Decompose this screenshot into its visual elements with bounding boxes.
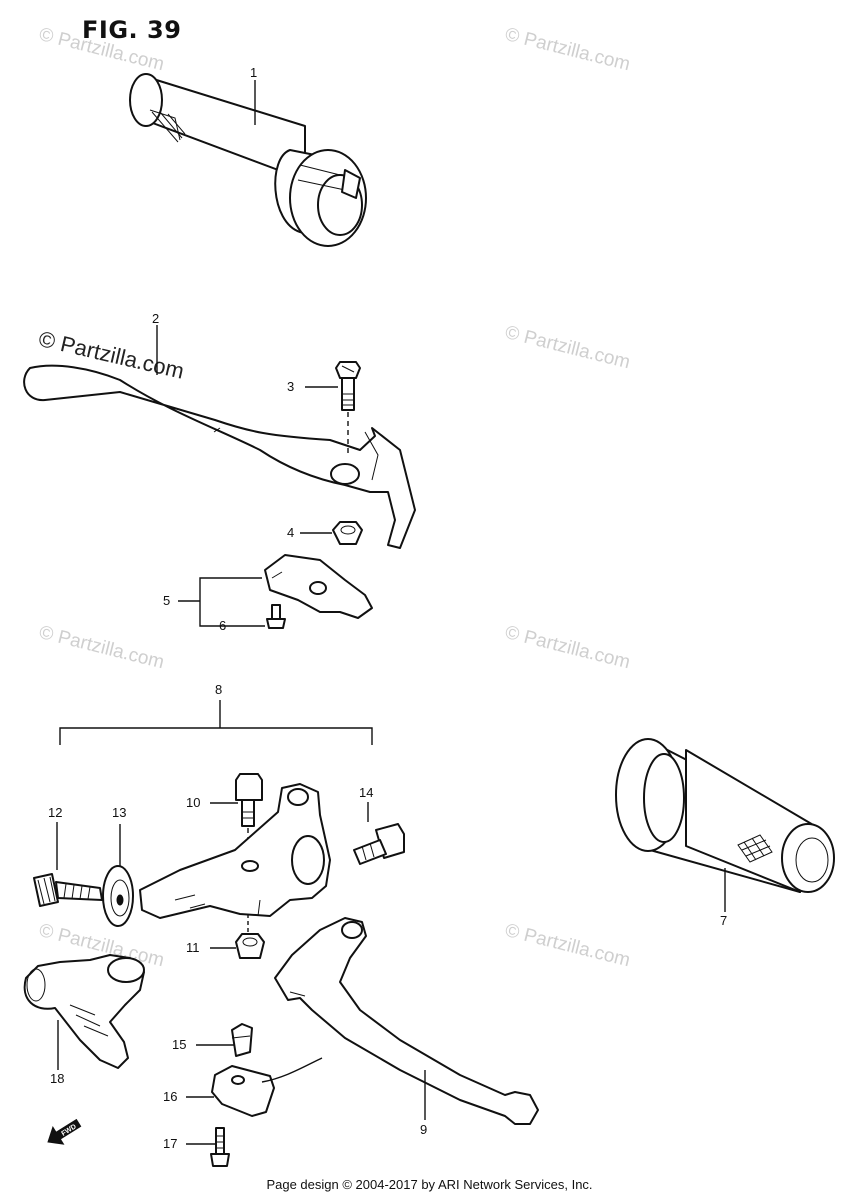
part-1-throttle-grip[interactable] xyxy=(129,73,367,247)
callout-17: 17 xyxy=(163,1136,178,1151)
callout-4: 4 xyxy=(287,525,295,540)
callout-12: 12 xyxy=(48,805,63,820)
callout-14: 14 xyxy=(359,785,374,800)
page-footer-copyright: Page design © 2004-2017 by ARI Network S… xyxy=(266,1177,593,1192)
callout-1: 1 xyxy=(250,65,258,80)
callout-5: 5 xyxy=(163,593,171,608)
figure-title: FIG. 39 xyxy=(82,16,182,44)
front-direction-arrow-icon: FWD xyxy=(47,1118,82,1145)
svg-text:FWD: FWD xyxy=(61,1123,78,1137)
part-2-brake-lever[interactable] xyxy=(23,364,416,549)
callout-3: 3 xyxy=(287,379,295,394)
part-15-terminal[interactable] xyxy=(231,1023,253,1057)
part-14-bolt[interactable] xyxy=(353,823,405,865)
part-9-clutch-lever[interactable] xyxy=(274,917,539,1125)
part-4-nut[interactable] xyxy=(332,521,363,545)
callout-15: 15 xyxy=(172,1037,187,1052)
part-7-left-grip[interactable] xyxy=(615,738,835,893)
callout-10: 10 xyxy=(186,795,201,810)
bracket-5-6 xyxy=(199,577,265,627)
part-3-pivot-bolt[interactable] xyxy=(335,361,361,411)
callout-6: 6 xyxy=(219,618,227,633)
callout-8: 8 xyxy=(215,682,223,697)
part-11-nut[interactable] xyxy=(235,933,265,959)
part-8-lever-bracket[interactable] xyxy=(139,783,331,919)
callout-13: 13 xyxy=(112,805,127,820)
callout-18: 18 xyxy=(50,1071,65,1086)
callout-2: 2 xyxy=(152,311,160,326)
callout-16: 16 xyxy=(163,1089,178,1104)
part-18-lever-cover[interactable] xyxy=(23,954,145,1069)
callout-11: 11 xyxy=(186,940,200,955)
part-16-switch[interactable] xyxy=(211,1057,323,1117)
part-10-bolt[interactable] xyxy=(235,773,263,827)
part-17-screw[interactable] xyxy=(210,1127,230,1167)
part-13-lock-wheel[interactable] xyxy=(102,865,134,927)
bracket-8 xyxy=(59,727,373,745)
callout-9: 9 xyxy=(420,1122,428,1137)
part-6-screw[interactable] xyxy=(266,604,286,629)
callout-7: 7 xyxy=(720,913,728,928)
part-5-switch[interactable] xyxy=(264,554,373,619)
part-12-adjuster[interactable] xyxy=(33,873,103,907)
